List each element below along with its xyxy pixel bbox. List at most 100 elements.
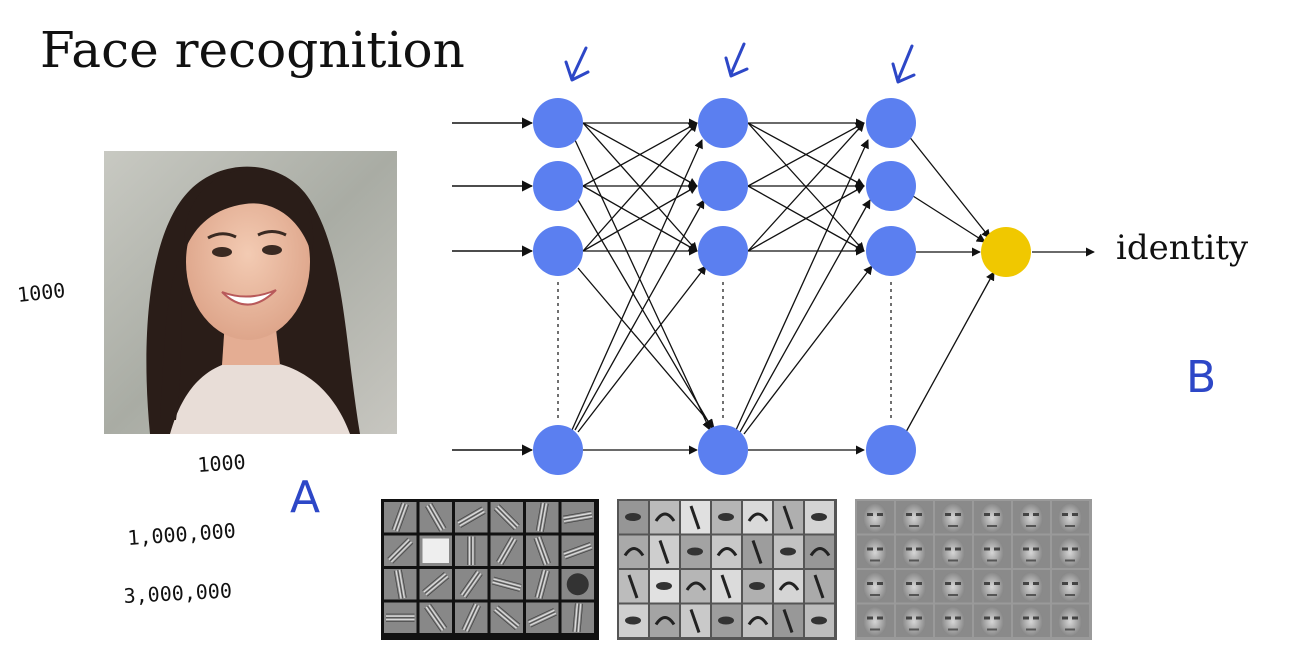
output-neuron [981, 227, 1031, 277]
annotation-letter-a: A [290, 472, 320, 523]
face-parts-panel [617, 499, 837, 640]
face-part-cell [681, 570, 710, 603]
face-thumb-cell [1013, 570, 1050, 603]
face-part-cell [650, 535, 679, 568]
filter-cell [384, 535, 417, 566]
face-part-cell [681, 535, 710, 568]
output-label: identity [1116, 228, 1249, 268]
face-thumb-cell [1052, 535, 1089, 568]
face-thumb-cell [1013, 501, 1050, 534]
face-part-cell [650, 501, 679, 534]
face-part-cell [774, 570, 803, 603]
face-part-cell [743, 604, 772, 637]
face-thumb-cell [974, 604, 1011, 637]
neuron [698, 98, 748, 148]
whole-faces-panel [855, 499, 1092, 640]
annotation-height: 1000 [16, 278, 66, 307]
face-part-cell [743, 501, 772, 534]
edge-filters-panel [381, 499, 599, 640]
hidden-layer-1 [533, 98, 583, 475]
connections-layer3-output [905, 134, 1095, 433]
face-part-cell [712, 570, 741, 603]
face-thumb-cell [896, 604, 933, 637]
face-thumb-cell [857, 535, 894, 568]
face-part-cell [712, 535, 741, 568]
face-thumb-cell [857, 501, 894, 534]
neuron [698, 226, 748, 276]
filter-cell [526, 535, 559, 566]
face-part-cell [743, 535, 772, 568]
slide-title: Face recognition [40, 21, 465, 79]
neuron [533, 425, 583, 475]
face-part-cell [681, 501, 710, 534]
input-arrows [452, 117, 534, 456]
neuron [698, 425, 748, 475]
face-thumb-cell [935, 501, 972, 534]
face-thumb-cell [974, 501, 1011, 534]
face-part-cell [712, 501, 741, 534]
filter-cell [526, 602, 559, 633]
face-part-cell [619, 604, 648, 637]
face-thumb-cell [974, 535, 1011, 568]
face-thumb-cell [857, 604, 894, 637]
neuron [866, 425, 916, 475]
filter-cell [561, 535, 594, 566]
face-part-cell [650, 604, 679, 637]
filter-cell [561, 502, 594, 533]
face-part-cell [681, 604, 710, 637]
annotation-width: 1000 [197, 450, 247, 477]
face-part-cell [805, 535, 834, 568]
face-part-cell [650, 570, 679, 603]
face-part-cell [774, 501, 803, 534]
annotation-letter-b: B [1186, 352, 1216, 403]
neuron [533, 226, 583, 276]
neuron [866, 98, 916, 148]
filter-cell [490, 535, 523, 566]
hidden-layer-2 [698, 98, 748, 475]
neuron [866, 161, 916, 211]
filter-cell [455, 569, 488, 600]
connections-layer1-layer2 [571, 118, 715, 455]
face-part-cell [774, 604, 803, 637]
face-thumb-cell [974, 570, 1011, 603]
face-thumb-cell [935, 604, 972, 637]
face-thumb-cell [1052, 604, 1089, 637]
hidden-layer-3 [866, 98, 916, 475]
filter-cell [490, 502, 523, 533]
face-part-cell [805, 570, 834, 603]
face-thumb-cell [1013, 535, 1050, 568]
face-photo [104, 151, 397, 435]
face-part-cell [712, 604, 741, 637]
filter-cell [526, 502, 559, 533]
filter-cell [455, 502, 488, 533]
face-thumb-cell [896, 535, 933, 568]
filter-cell [490, 602, 523, 633]
face-thumb-cell [935, 570, 972, 603]
filter-cell [561, 602, 594, 633]
annotation-million: 1,000,000 [127, 518, 237, 550]
face-part-cell [619, 501, 648, 534]
face-part-cell [619, 535, 648, 568]
filter-cell [419, 602, 452, 633]
filter-cell [526, 569, 559, 600]
face-thumb-cell [896, 501, 933, 534]
neuron [533, 161, 583, 211]
face-part-cell [743, 570, 772, 603]
face-part-cell [774, 535, 803, 568]
face-thumb-cell [935, 535, 972, 568]
face-part-cell [805, 501, 834, 534]
neuron [533, 98, 583, 148]
annotation-three-million: 3,000,000 [123, 578, 232, 608]
face-part-cell [805, 604, 834, 637]
filter-cell [384, 602, 417, 633]
filter-cell [384, 502, 417, 533]
filter-cell [419, 535, 452, 566]
neuron [866, 226, 916, 276]
filter-cell [455, 535, 488, 566]
face-thumb-cell [1052, 570, 1089, 603]
filter-cell [419, 569, 452, 600]
filter-cell [419, 502, 452, 533]
face-thumb-cell [896, 570, 933, 603]
filter-cell [455, 602, 488, 633]
